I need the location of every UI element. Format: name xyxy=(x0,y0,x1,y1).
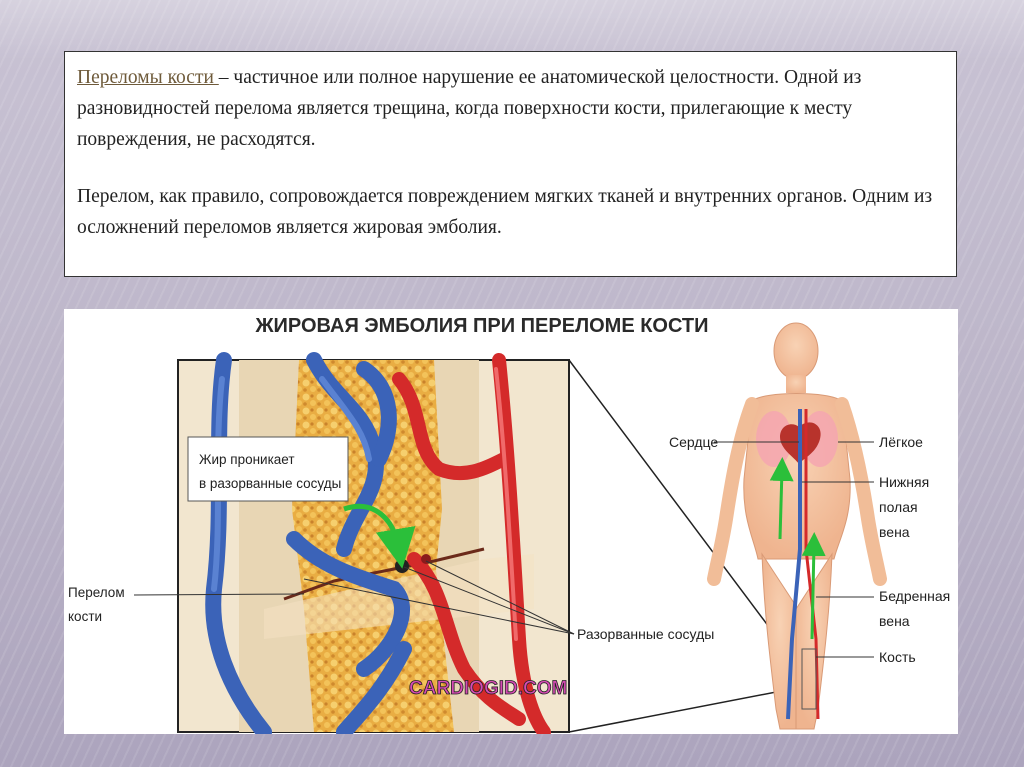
zoom-connectors xyxy=(568,359,803,733)
label-fracture-line-2: кости xyxy=(68,609,102,624)
definition-text: – частичное или полное нарушение ее анат… xyxy=(77,67,862,150)
label-lung: Лёгкое xyxy=(879,434,923,450)
vena-cava xyxy=(786,409,802,720)
label-ivc-3: вена xyxy=(879,524,910,540)
label-femoral-1: Бедренная xyxy=(879,588,950,604)
label-ivc-1: Нижняя xyxy=(879,474,929,490)
bone-detail-panel: Жир проникает в разорванные сосуды xyxy=(177,352,570,734)
label-bone: Кость xyxy=(879,649,916,665)
flow-arrow-upper xyxy=(769,457,794,540)
left-lung xyxy=(756,411,792,467)
torn-vessels-leaders xyxy=(303,560,575,635)
label-torn-vessels: Разорванные сосуды xyxy=(577,626,714,642)
aorta xyxy=(804,409,820,720)
bone-marrow-fat xyxy=(292,360,454,732)
callout-box xyxy=(187,436,349,502)
human-body xyxy=(707,322,887,730)
arteries xyxy=(392,353,551,734)
label-heart: Сердце xyxy=(669,434,718,450)
slide-text-box: Переломы кости – частичное или полное на… xyxy=(64,51,957,277)
paragraph-complication: Перелом, как правило, сопровождается пов… xyxy=(77,186,933,238)
figure-title: ЖИРОВАЯ ЭМБОЛИЯ ПРИ ПЕРЕЛОМЕ КОСТИ xyxy=(254,315,708,337)
paragraph-definition: Переломы кости – частичное или полное на… xyxy=(77,62,944,155)
term-fractures: Переломы кости xyxy=(77,67,219,88)
background-fade xyxy=(0,0,1024,60)
torn-vessel-artery xyxy=(421,554,431,564)
fat-entry-arrow xyxy=(343,503,416,569)
label-ivc-2: полая xyxy=(879,499,918,515)
watermark: CARDIOGID.COM xyxy=(409,678,567,699)
fat-embolism-illustration: ЖИРОВАЯ ЭМБОЛИЯ ПРИ ПЕРЕЛОМЕ КОСТИ xyxy=(64,309,958,734)
fracture-leader xyxy=(133,593,305,596)
torn-vessel-vein xyxy=(395,559,409,573)
callout-line-1: Жир проникает xyxy=(199,452,295,467)
flow-arrow-lower xyxy=(801,532,826,640)
callout-line-2: в разорванные сосуды xyxy=(199,476,341,491)
fracture-line xyxy=(283,547,485,601)
zoom-region xyxy=(801,648,817,710)
label-femoral-2: вена xyxy=(879,613,910,629)
label-fracture-line-1: Перелом xyxy=(68,585,125,600)
